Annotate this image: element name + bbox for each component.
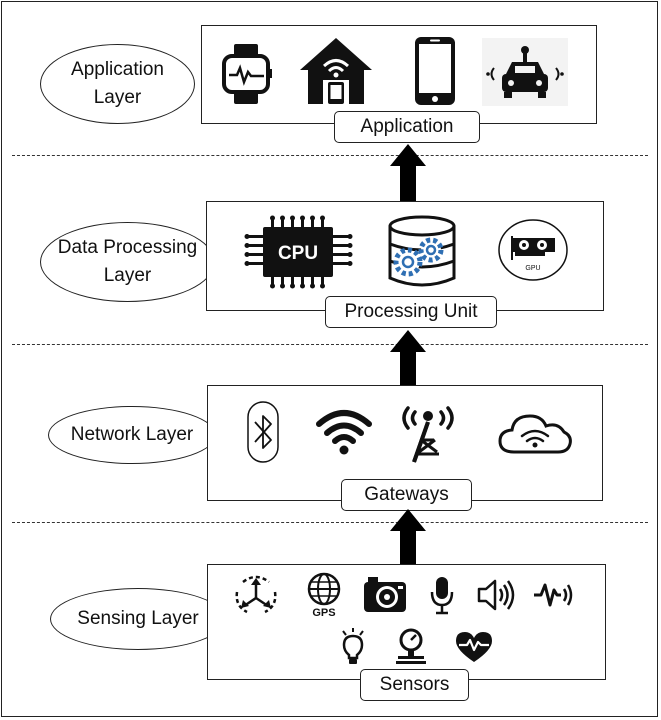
vibration-icon bbox=[534, 583, 573, 607]
smartwatch-icon bbox=[222, 44, 272, 104]
network-layer-label: Network Layer bbox=[48, 406, 216, 464]
wifi-icon bbox=[316, 410, 372, 455]
microphone-icon bbox=[430, 577, 454, 615]
arrow-up-to-processing bbox=[390, 330, 426, 388]
arrow-up-to-network bbox=[390, 509, 426, 565]
speaker-icon bbox=[477, 579, 515, 611]
gps-text: GPS bbox=[312, 607, 335, 618]
application-layer-label-line2: Layer bbox=[93, 87, 142, 108]
application-tag: Application bbox=[334, 111, 480, 143]
processing-unit-tag: Processing Unit bbox=[325, 296, 497, 328]
smartphone-icon bbox=[415, 37, 455, 105]
cpu-icon: CPU bbox=[244, 215, 353, 289]
gpu-icon: GPU bbox=[498, 219, 568, 281]
application-layer-label-line1: Application bbox=[71, 59, 164, 81]
light-bulb-icon bbox=[342, 628, 364, 664]
gpu-text: GPU bbox=[525, 265, 540, 272]
divider-application bbox=[12, 155, 648, 156]
gps-globe-icon: GPS bbox=[307, 572, 341, 618]
sensing-layer-label-text: Sensing Layer bbox=[77, 608, 199, 630]
sensing-layer-label: Sensing Layer bbox=[50, 588, 226, 650]
network-layer-label-text: Network Layer bbox=[70, 424, 194, 446]
cell-tower-icon bbox=[402, 406, 454, 463]
connected-car-icon bbox=[482, 38, 568, 106]
heart-rate-icon bbox=[456, 632, 492, 662]
database-gears-icon bbox=[388, 215, 456, 287]
bluetooth-icon bbox=[247, 401, 279, 463]
camera-icon bbox=[364, 577, 406, 612]
pressure-sensor-icon bbox=[396, 628, 426, 664]
processing-layer-label-line2: Layer bbox=[103, 265, 152, 286]
divider-network bbox=[12, 522, 648, 523]
sensors-tag: Sensors bbox=[360, 669, 469, 701]
processing-layer-label-line1: Data Processing bbox=[57, 237, 198, 259]
gateways-tag: Gateways bbox=[341, 479, 472, 511]
smart-home-icon bbox=[300, 38, 372, 104]
cloud-wifi-icon bbox=[498, 414, 572, 454]
divider-processing bbox=[12, 344, 648, 345]
cpu-text: CPU bbox=[278, 243, 318, 264]
arrow-up-to-application bbox=[390, 144, 426, 202]
gyroscope-icon bbox=[235, 575, 277, 614]
